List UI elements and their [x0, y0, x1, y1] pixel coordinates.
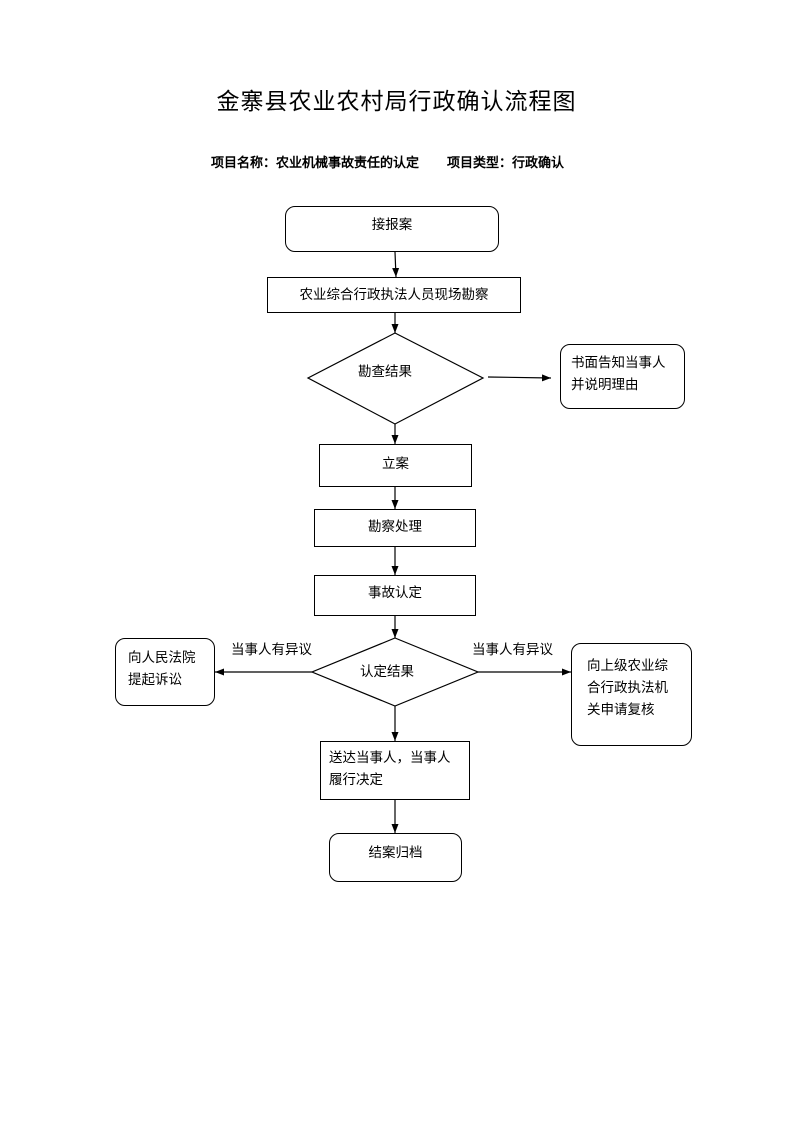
node-accident-determination: 事故认定 [314, 575, 476, 616]
node-accident-determination-label: 事故认定 [368, 585, 422, 601]
inspect-result-label: 勘查结果 [358, 364, 412, 380]
node-lawsuit-line1: 向人民法院 [128, 650, 196, 666]
node-review-application: 向上级农业综 合行政执法机 关申请复核 [571, 643, 692, 746]
node-deliver-decision: 送达当事人，当事人 履行决定 [320, 741, 470, 800]
node-site-inspection: 农业综合行政执法人员现场勘察 [267, 277, 521, 313]
node-review-application-line3: 关申请复核 [587, 702, 655, 718]
node-receive-report: 接报案 [285, 206, 499, 252]
node-receive-report-label: 接报案 [371, 217, 413, 233]
node-investigation: 勘察处理 [314, 509, 476, 547]
node-close-archive-label: 结案归档 [368, 845, 423, 861]
node-deliver-decision-line1: 送达当事人，当事人 [329, 750, 451, 766]
node-lawsuit-line2: 提起诉讼 [128, 672, 182, 688]
node-register-case-label: 立案 [382, 456, 409, 472]
project-name: 项目名称：农业机械事故责任的认定 [211, 156, 420, 171]
node-review-application-line2: 合行政执法机 [587, 680, 668, 696]
node-investigation-label: 勘察处理 [368, 519, 422, 535]
node-written-notice-line1: 书面告知当事人 [571, 355, 666, 371]
arrow-receive-to-inspect [392, 251, 400, 278]
node-site-inspection-label: 农业综合行政执法人员现场勘察 [299, 287, 489, 303]
node-close-archive: 结案归档 [329, 833, 462, 882]
node-register-case: 立案 [319, 444, 472, 487]
arrow-result-to-notify [487, 374, 552, 382]
page-title: 金寨县农业农村局行政确认流程图 [216, 89, 577, 115]
node-review-application-line1: 向上级农业综 [587, 658, 668, 674]
node-lawsuit: 向人民法院 提起诉讼 [115, 638, 215, 706]
node-written-notice: 书面告知当事人 并说明理由 [560, 344, 685, 409]
edge-label-right-objection: 当事人有异议 [472, 642, 553, 658]
node-deliver-decision-line2: 履行决定 [329, 772, 383, 788]
project-info: 项目名称：农业机械事故责任的认定 项目类型：行政确认 [211, 152, 564, 171]
edge-label-left-objection: 当事人有异议 [231, 642, 312, 658]
project-type: 项目类型：行政确认 [447, 156, 565, 171]
determine-result-label: 认定结果 [360, 664, 414, 680]
node-written-notice-line2: 并说明理由 [571, 377, 639, 393]
